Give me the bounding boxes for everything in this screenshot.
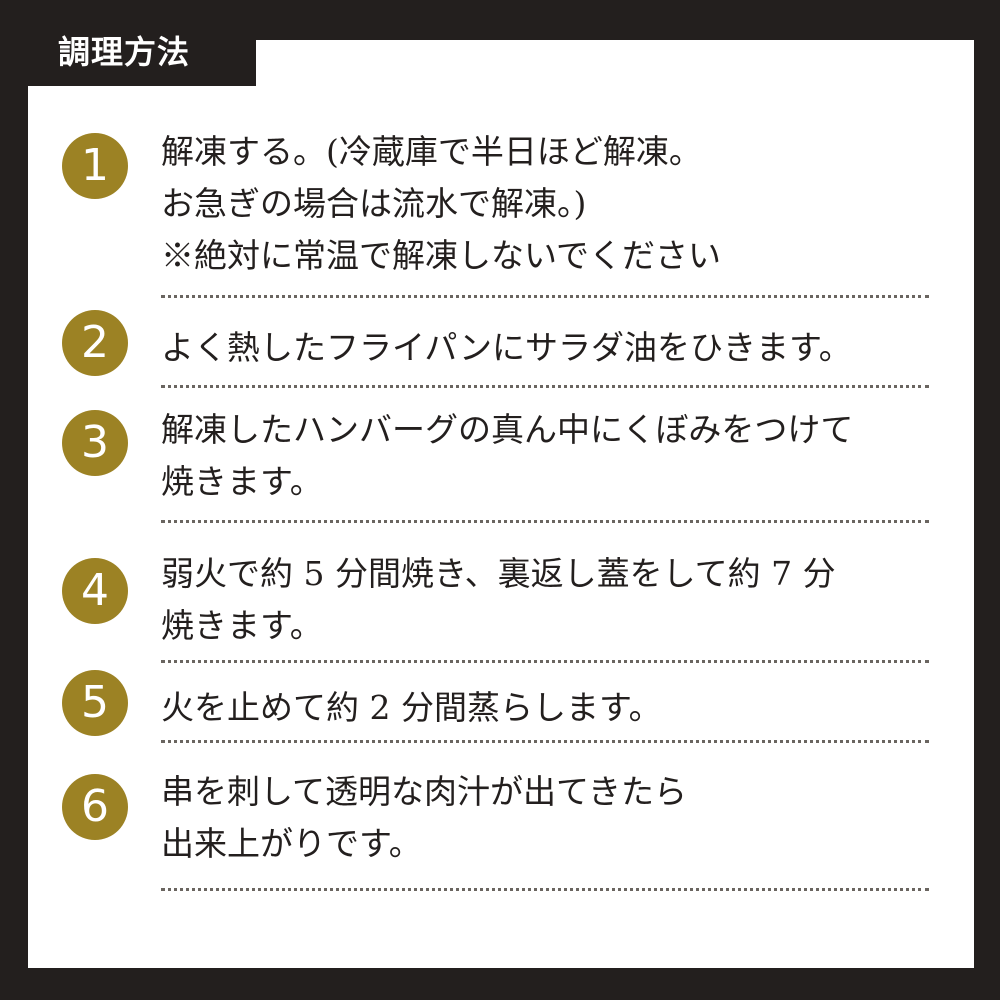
step-line: よく熱したフライパンにサラダ油をひきます。	[161, 328, 852, 367]
page-title: 調理方法	[58, 33, 191, 71]
step-line: 焼きます。	[161, 606, 323, 645]
step-line: 火を止めて約 2 分間蒸らします。	[161, 688, 662, 727]
step-number-badge: 2	[62, 310, 128, 376]
dotted-divider	[161, 740, 929, 743]
step-line: 出来上がりです。	[161, 824, 422, 863]
step-line: 弱火で約 5 分間焼き、裏返し蓋をして約 7 分	[161, 554, 836, 593]
step-line: 焼きます。	[161, 462, 323, 501]
step-number-badge: 5	[62, 670, 128, 736]
step-number-badge: 3	[62, 410, 128, 476]
step-line: 解凍したハンバーグの真ん中にくぼみをつけて	[161, 410, 854, 449]
step-number-badge: 6	[62, 774, 128, 840]
step-line: 解凍する。(冷蔵庫で半日ほど解凍。	[161, 132, 702, 171]
step-number-badge: 4	[62, 558, 128, 624]
step-line: ※絶対に常温で解凍しないでください	[161, 236, 722, 275]
step-number-badge: 1	[62, 133, 128, 199]
step-text: 火を止めて約 2 分間蒸らします。	[161, 682, 941, 734]
step-text: 解凍する。(冷蔵庫で半日ほど解凍。 お急ぎの場合は流水で解凍。) ※絶対に常温で…	[161, 126, 941, 282]
step-line: お急ぎの場合は流水で解凍。)	[161, 184, 587, 223]
dotted-divider	[161, 520, 929, 523]
dotted-divider	[161, 295, 929, 298]
steps-panel: 1 解凍する。(冷蔵庫で半日ほど解凍。 お急ぎの場合は流水で解凍。) ※絶対に常…	[28, 40, 974, 968]
title-tab: 調理方法	[28, 30, 256, 86]
dotted-divider	[161, 660, 929, 663]
step-text: よく熱したフライパンにサラダ油をひきます。	[161, 322, 941, 374]
step-text: 解凍したハンバーグの真ん中にくぼみをつけて 焼きます。	[161, 404, 941, 508]
step-line: 串を刺して透明な肉汁が出てきたら	[161, 772, 688, 811]
dotted-divider	[161, 385, 929, 388]
dotted-divider	[161, 888, 929, 891]
step-text: 串を刺して透明な肉汁が出てきたら 出来上がりです。	[161, 766, 941, 870]
step-text: 弱火で約 5 分間焼き、裏返し蓋をして約 7 分 焼きます。	[161, 548, 941, 652]
